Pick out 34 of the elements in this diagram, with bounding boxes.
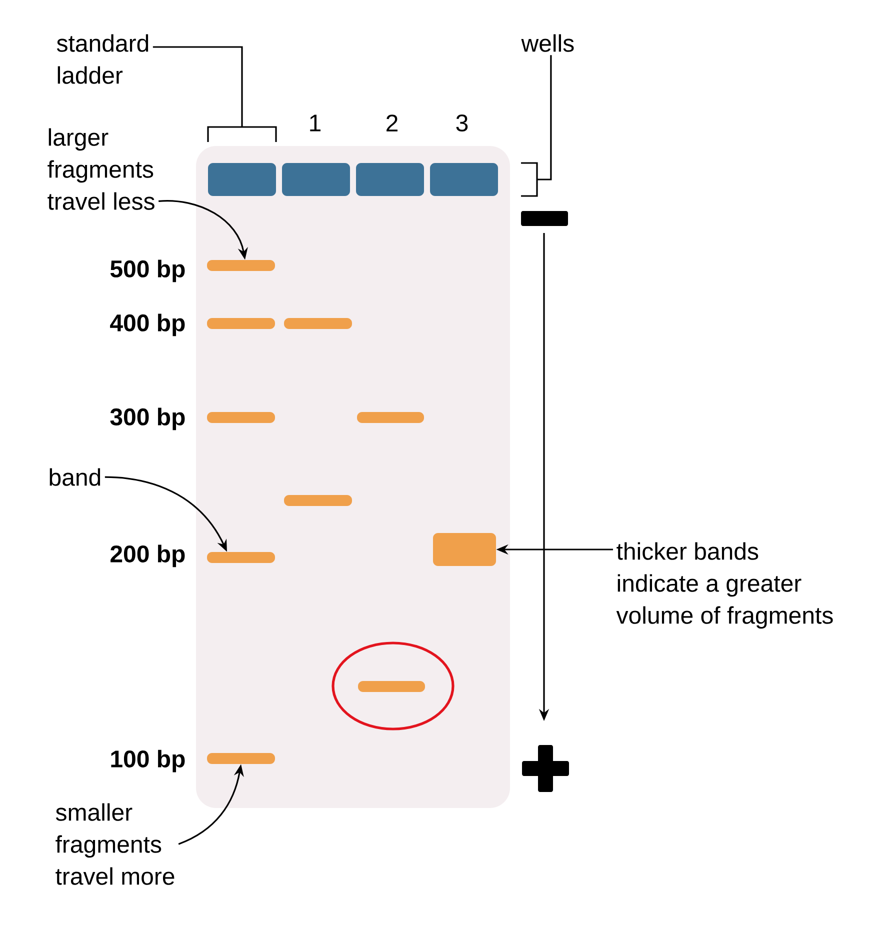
leader-label: standard ladder — [56, 34, 148, 84]
dna-band — [433, 533, 496, 566]
dna-band — [207, 412, 275, 423]
size-label: 300 bp — [110, 408, 185, 430]
gel-slab — [196, 146, 510, 808]
highlight-ellipse — [332, 642, 454, 730]
dna-band — [284, 318, 352, 329]
bracket — [521, 162, 538, 197]
annotation-text: smaller fragments travel more — [56, 803, 174, 885]
dna-band — [358, 681, 425, 692]
dna-band — [207, 753, 275, 764]
leader-line — [152, 46, 243, 127]
dna-band — [207, 260, 275, 271]
dna-band — [207, 318, 275, 329]
annotation-text: band — [50, 468, 100, 486]
size-label: 400 bp — [110, 314, 185, 336]
leader-line — [537, 55, 552, 180]
size-label: 100 bp — [111, 750, 185, 772]
lane-number: 2 — [386, 114, 398, 132]
bracket — [207, 126, 277, 142]
annotation-text: thicker bands indicate a greater volume of fragments — [616, 542, 833, 629]
lane-number: 1 — [310, 114, 320, 132]
dna-band — [207, 552, 275, 563]
well — [430, 163, 498, 196]
size-label: 200 bp — [110, 544, 185, 568]
dna-band — [284, 495, 352, 506]
well — [356, 163, 424, 196]
dna-band — [357, 412, 424, 423]
annotation-text: larger fragments travel less — [48, 128, 154, 210]
well — [282, 163, 350, 196]
lane-number: 3 — [456, 114, 468, 132]
leader-label: wells — [521, 34, 574, 52]
size-label: 500 bp — [110, 260, 185, 282]
well — [208, 163, 276, 196]
